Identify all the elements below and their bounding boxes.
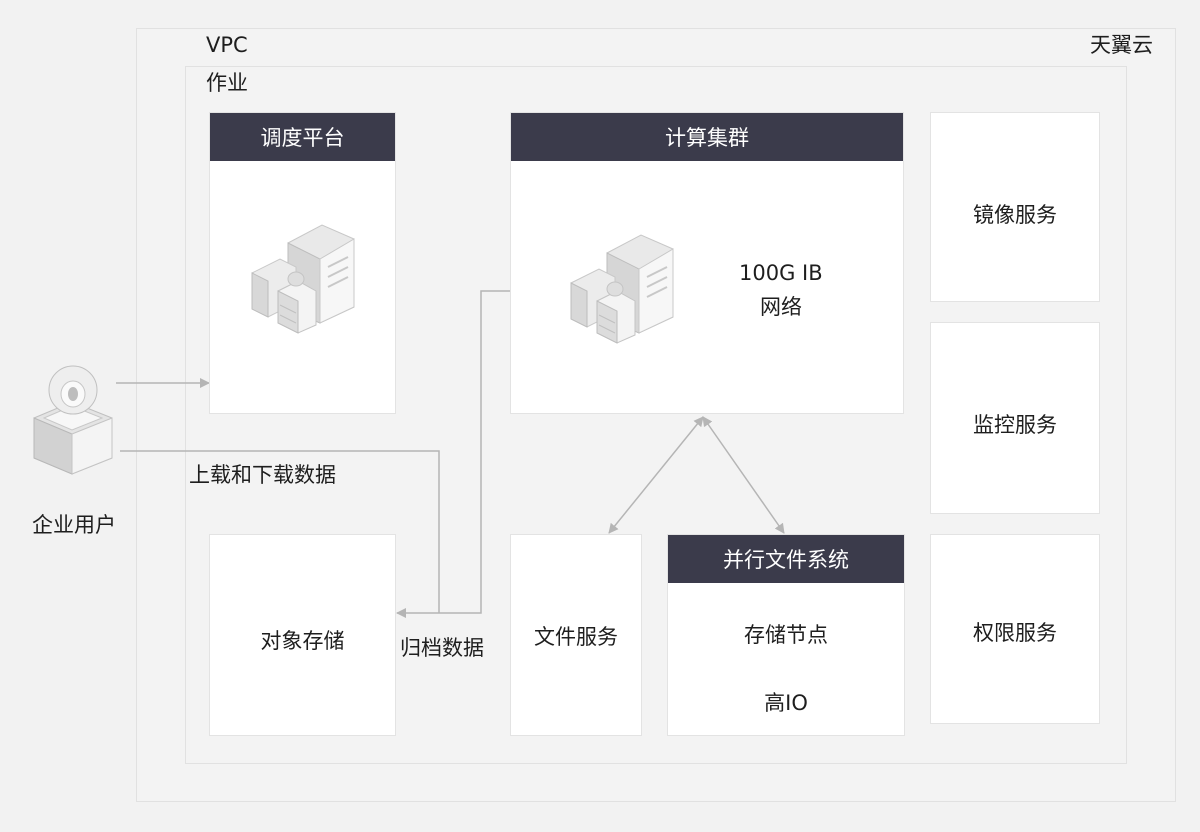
file-service-label: 文件服务 bbox=[534, 625, 618, 649]
cloud-label: 天翼云 bbox=[1090, 33, 1153, 57]
job-label: 作业 bbox=[206, 71, 248, 95]
pfs-node-label: 存储节点 bbox=[744, 623, 828, 647]
object-storage-card: 对象存储 bbox=[209, 534, 396, 736]
permission-service-card: 权限服务 bbox=[930, 534, 1100, 724]
user-label: 企业用户 bbox=[32, 513, 116, 537]
cluster-file-service-arrow bbox=[608, 416, 704, 534]
network-label-line2: 网络 bbox=[760, 295, 802, 319]
server-icon bbox=[570, 234, 674, 344]
archive-label: 归档数据 bbox=[400, 636, 484, 660]
object-storage-label: 对象存储 bbox=[260, 629, 345, 653]
cluster-title: 计算集群 bbox=[511, 113, 903, 161]
file-service-card: 文件服务 bbox=[510, 534, 642, 736]
mirror-service-card: 镜像服务 bbox=[930, 112, 1100, 302]
cluster-card: 计算集群 100G IB 网络 bbox=[510, 112, 904, 414]
archive-connector bbox=[396, 290, 510, 618]
server-icon bbox=[251, 224, 355, 334]
cluster-pfs-arrow bbox=[702, 416, 785, 534]
scheduler-title: 调度平台 bbox=[210, 113, 395, 161]
network-label-line1: 100G IB bbox=[739, 261, 823, 285]
scheduler-card: 调度平台 bbox=[209, 112, 396, 414]
mirror-service-label: 镜像服务 bbox=[973, 203, 1057, 227]
monitor-service-card: 监控服务 bbox=[930, 322, 1100, 514]
upload-download-connector bbox=[120, 450, 440, 613]
upload-download-label: 上载和下载数据 bbox=[189, 463, 336, 487]
monitor-service-label: 监控服务 bbox=[973, 413, 1057, 437]
pfs-title: 并行文件系统 bbox=[668, 535, 904, 583]
vpc-label: VPC bbox=[206, 33, 248, 57]
pfs-io-label: 高IO bbox=[764, 691, 808, 715]
permission-service-label: 权限服务 bbox=[973, 621, 1057, 645]
pfs-card: 并行文件系统 存储节点 高IO bbox=[667, 534, 905, 736]
